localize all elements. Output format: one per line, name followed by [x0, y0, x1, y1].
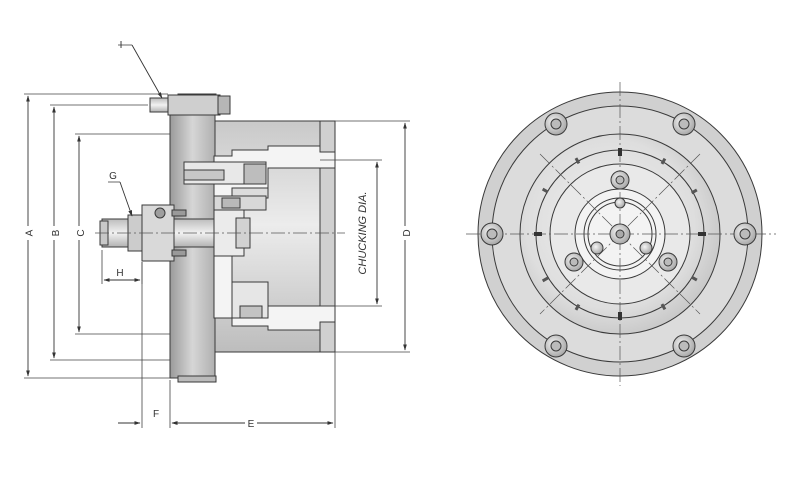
dimension-chucking-dia: CHUCKING DIA. [320, 159, 382, 307]
label-chucking-dia: CHUCKING DIA. [357, 191, 369, 274]
dimension-e: E [169, 352, 336, 430]
dimension-h: H [101, 250, 143, 284]
bolt-bottom-right [672, 334, 696, 358]
bolt-top-left [544, 112, 568, 136]
bolt-bottom-left [544, 334, 568, 358]
label-h: H [116, 268, 123, 279]
label-e: E [248, 419, 255, 430]
leader-g: G [108, 171, 133, 217]
dimension-a: A [24, 93, 170, 379]
label-c: C [76, 229, 87, 236]
dimension-d: D [335, 120, 413, 353]
dimension-b: B [50, 104, 170, 361]
inner-bolts [564, 170, 678, 272]
bolt-i [149, 94, 231, 116]
label-a: A [25, 229, 36, 236]
label-b: B [51, 229, 62, 236]
bolt-left [480, 222, 504, 246]
label-g: G [109, 171, 117, 182]
dimension-c: C [75, 133, 170, 335]
label-d: D [402, 229, 413, 236]
label-i: I [120, 40, 123, 51]
side-view: A B C H G [24, 40, 413, 430]
leader-i: I [118, 40, 163, 99]
dimension-f: F [118, 262, 194, 428]
outer-bolts [480, 112, 757, 358]
bolt-right [733, 222, 757, 246]
jaw-slots [534, 148, 706, 320]
internal-section [183, 145, 336, 331]
bolt-top-right [672, 112, 696, 136]
front-view [466, 82, 776, 386]
label-f: F [153, 409, 159, 420]
